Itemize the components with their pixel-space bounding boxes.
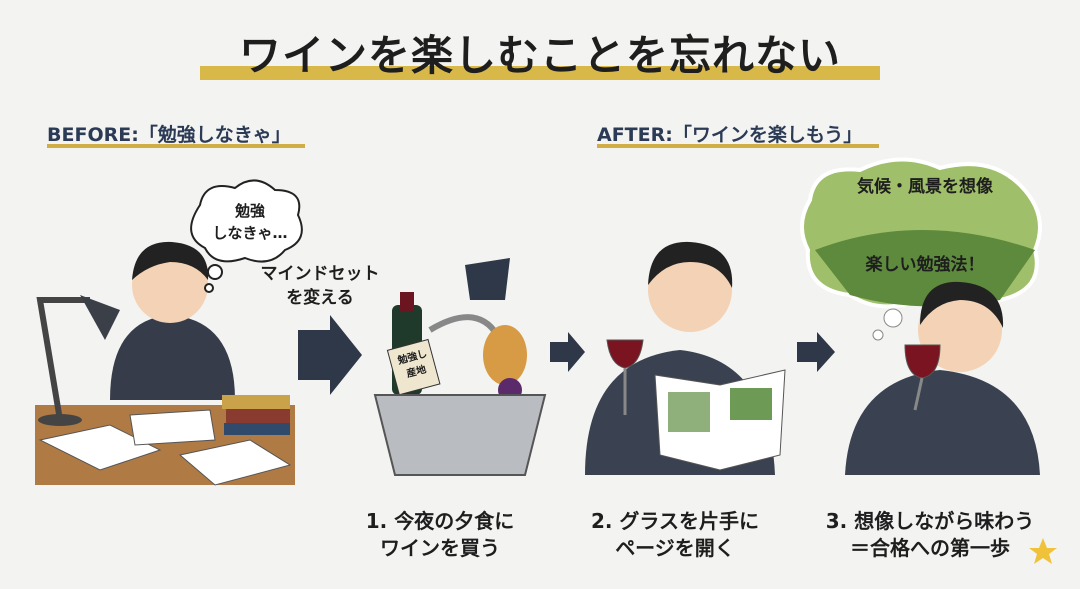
step-1-line-1: 1. 今夜の夕食に (365, 509, 515, 533)
cloud-top-text: 気候・風景を想像 (857, 177, 993, 197)
reading-with-wine-illustration (585, 241, 786, 475)
wine-basket-illustration (373, 258, 547, 476)
tasting-person-illustration (845, 281, 1040, 475)
step-2: 2. グラスを片手に ページを開く (575, 508, 775, 562)
after-label: AFTER:「ワインを楽しもう」 (597, 124, 863, 146)
thought-text: 勉強 しなきゃ… (200, 200, 300, 244)
step-2-line-2: ページを開く (615, 536, 735, 560)
before-underline (47, 144, 305, 148)
thought-line-2: しなきゃ… (212, 224, 288, 242)
page-title: ワインを楽しむことを忘れない (238, 31, 841, 80)
title-underline (200, 66, 880, 80)
cloud-bottom-text: 楽しい勉強法！ (865, 255, 985, 275)
step-3: 3. 想像しながら味わう ＝合格への第一歩 (810, 508, 1050, 562)
step-3-line-2: ＝合格への第一歩 (850, 536, 1010, 560)
step-2-line-1: 2. グラスを片手に (590, 509, 760, 533)
arrow-icon (550, 332, 585, 372)
studying-student-illustration (35, 241, 295, 486)
big-arrow-icon (298, 315, 362, 395)
before-label: BEFORE:「勉強しなきゃ」 (47, 124, 291, 146)
step-1-line-2: ワインを買う (380, 536, 500, 560)
step-1: 1. 今夜の夕食に ワインを買う (345, 508, 535, 562)
thought-line-1: 勉強 (234, 202, 265, 220)
mindset-caption: マインドセット を変える (255, 262, 385, 310)
star-icon (1029, 538, 1057, 564)
arrow-icon (797, 332, 835, 372)
step-3-line-1: 3. 想像しながら味わう (825, 509, 1035, 533)
thought-bubble (190, 179, 303, 263)
after-underline (597, 144, 879, 148)
mindset-line-1: マインドセット (260, 264, 380, 284)
mindset-line-2: を変える (286, 288, 354, 308)
